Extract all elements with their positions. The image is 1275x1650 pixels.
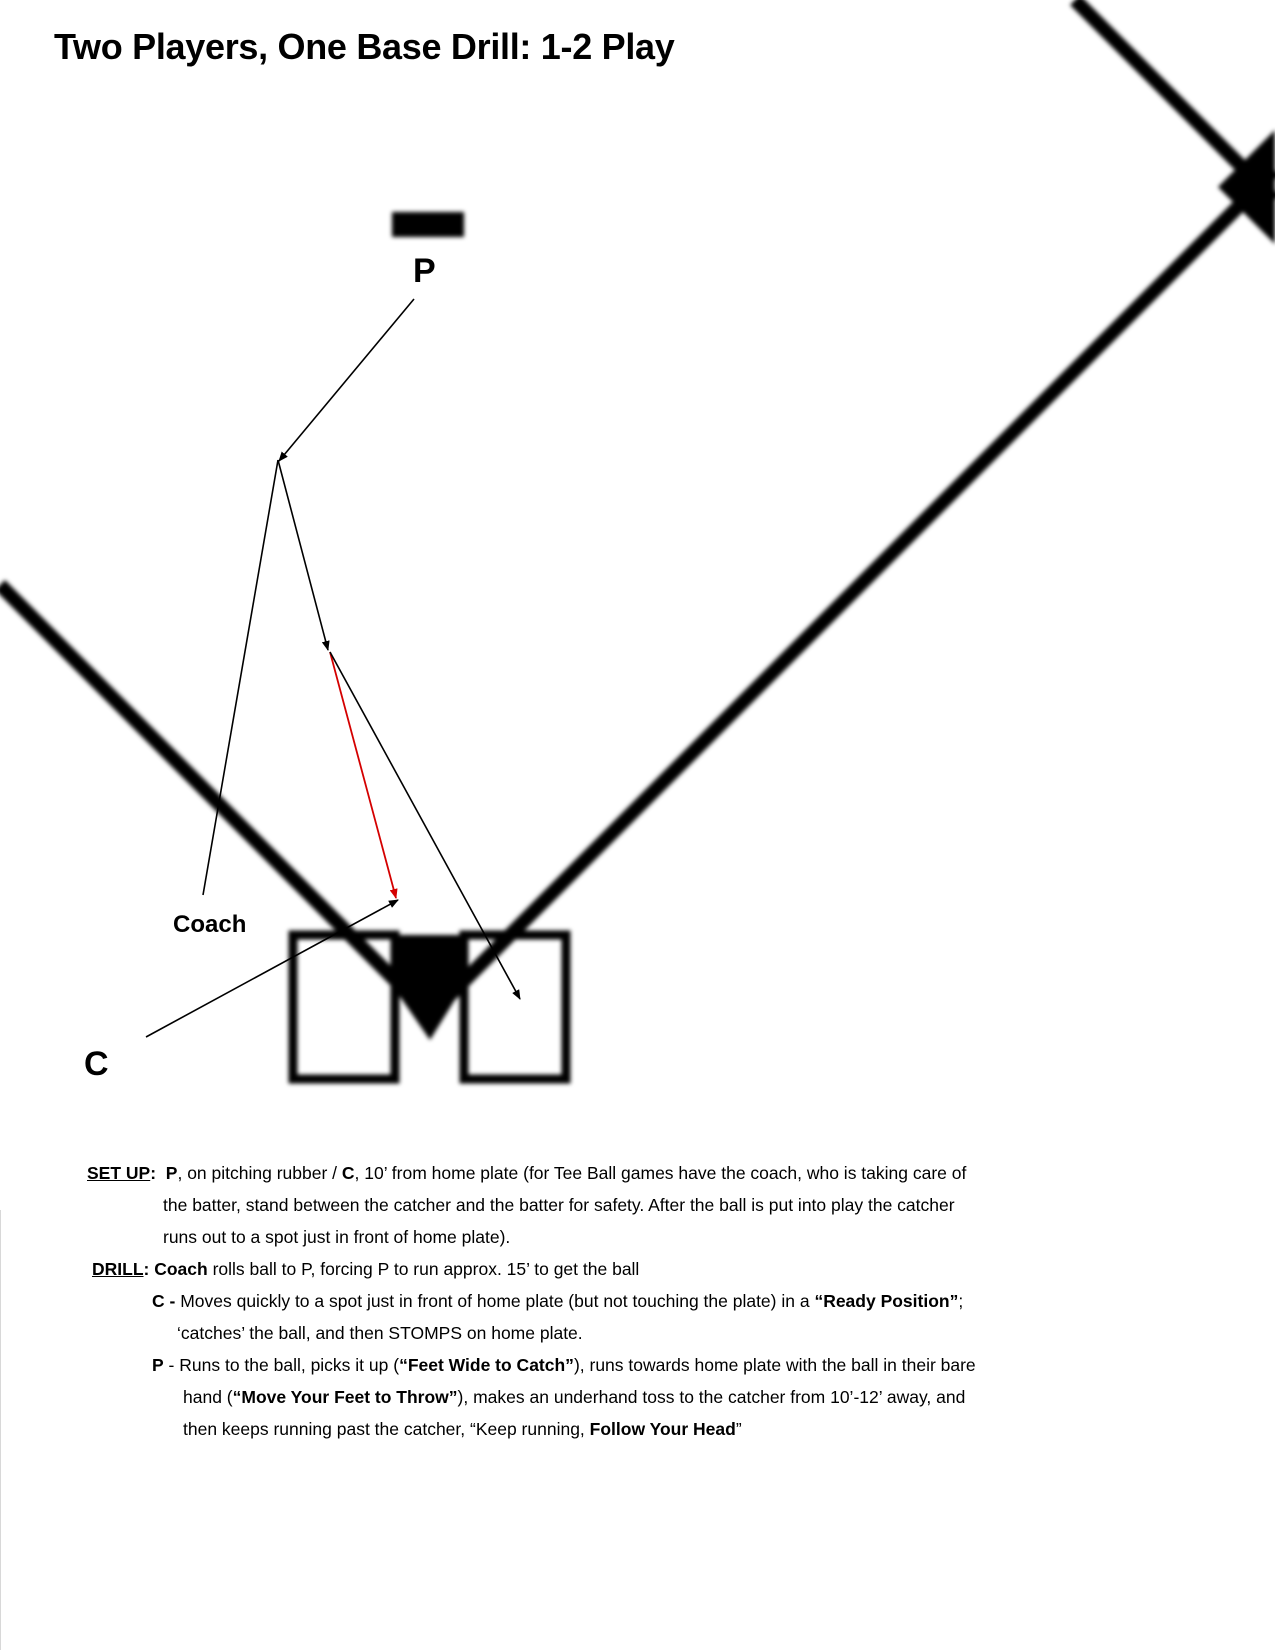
pitcher-run-past bbox=[329, 651, 521, 1000]
pitcher-line-2: hand (“Move Your Feet to Throw”), makes … bbox=[87, 1381, 1087, 1413]
catcher-line-1: C - Moves quickly to a spot just in fron… bbox=[87, 1285, 1087, 1317]
drill-notes: SET UP: P, on pitching rubber / C, 10’ f… bbox=[87, 1157, 1087, 1445]
path-ball-to-pickup bbox=[277, 459, 330, 651]
drill-colon: : bbox=[143, 1259, 150, 1279]
setup-line-3: runs out to a spot just in front of home… bbox=[163, 1227, 511, 1247]
pitcher-prefix: P bbox=[152, 1355, 164, 1375]
pitcher-line2-b: ), makes an underhand toss to the catche… bbox=[457, 1387, 966, 1407]
drill-coach: Coach bbox=[154, 1259, 208, 1279]
pitcher-line2-a: hand ( bbox=[183, 1387, 233, 1407]
catcher-text-1: Moves quickly to a spot just in front of… bbox=[175, 1291, 815, 1311]
page-title: Two Players, One Base Drill: 1-2 Play bbox=[54, 26, 675, 67]
right-batters-box bbox=[459, 930, 571, 1084]
setup-c: C bbox=[341, 1163, 355, 1183]
pitcher-label: P bbox=[413, 252, 436, 290]
coach-label: Coach bbox=[173, 911, 247, 938]
pitcher-follow-head: Follow Your Head bbox=[589, 1419, 736, 1439]
setup-line-2: the batter, stand between the catcher an… bbox=[163, 1195, 955, 1215]
catcher-text-2: ; bbox=[958, 1291, 964, 1311]
first-base-line bbox=[425, 165, 1275, 1020]
path-coach-roll bbox=[202, 459, 279, 896]
pitcher-line-1: P - Runs to the ball, picks it up (“Feet… bbox=[87, 1349, 1087, 1381]
setup-line-1: SET UP: P, on pitching rubber / C, 10’ f… bbox=[87, 1157, 1087, 1189]
drill-text: rolls ball to P, forcing P to run approx… bbox=[207, 1259, 640, 1279]
first-base bbox=[1218, 130, 1275, 244]
drill-heading: DRILL bbox=[92, 1259, 144, 1279]
catcher-prefix: C - bbox=[152, 1291, 176, 1311]
catcher-ready-position: “Ready Position” bbox=[814, 1291, 959, 1311]
setup-heading: SET UP bbox=[87, 1163, 151, 1183]
pitcher-text-2: ), runs towards home plate with the ball… bbox=[573, 1355, 976, 1375]
pitcher-text-1: - Runs to the ball, picks it up ( bbox=[163, 1355, 400, 1375]
pitcher-line3-a: then keeps running past the catcher, “Ke… bbox=[183, 1419, 590, 1439]
pitcher-line3-b: ” bbox=[735, 1419, 742, 1439]
catcher-label: C bbox=[84, 1045, 109, 1083]
path-catcher-to-plate bbox=[145, 899, 399, 1038]
path-pitcher-to-ball bbox=[278, 298, 415, 462]
field-diagram bbox=[0, 0, 1275, 1084]
setup-colon: : bbox=[150, 1163, 157, 1183]
pitching-rubber bbox=[392, 212, 464, 237]
pitcher-move-feet: “Move Your Feet to Throw” bbox=[232, 1387, 458, 1407]
setup-p: P bbox=[165, 1163, 178, 1183]
drill-line: DRILL: Coach rolls ball to P, forcing P … bbox=[87, 1253, 1087, 1285]
home-plate bbox=[392, 935, 464, 1040]
page-edge-line bbox=[0, 1210, 1, 1650]
setup-text-2: , 10’ from home plate (for Tee Ball game… bbox=[354, 1163, 967, 1183]
left-batters-box bbox=[288, 930, 400, 1084]
pitcher-line-3: then keeps running past the catcher, “Ke… bbox=[87, 1413, 1087, 1445]
throw-to-catcher bbox=[329, 651, 398, 899]
third-base-line bbox=[0, 580, 435, 1020]
setup-text-1: , on pitching rubber / bbox=[177, 1163, 342, 1183]
pitcher-feet-wide: “Feet Wide to Catch” bbox=[399, 1355, 574, 1375]
catcher-line-2: ‘catches’ the ball, and then STOMPS on h… bbox=[177, 1323, 583, 1343]
